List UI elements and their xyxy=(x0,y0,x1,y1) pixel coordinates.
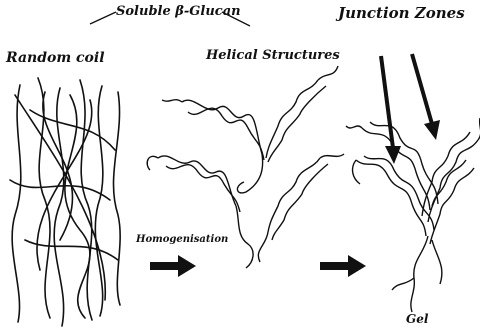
down-arrow-icon xyxy=(412,54,440,140)
gel-network xyxy=(346,118,480,312)
right-arrow-icon xyxy=(150,255,196,277)
down-arrow-icon xyxy=(381,56,401,164)
helical-structure-v2 xyxy=(147,154,344,268)
helical-structure-v1 xyxy=(162,66,338,193)
junction-zones-label: Junction Zones xyxy=(338,4,465,22)
homogenisation-label: Homogenisation xyxy=(136,234,228,245)
right-arrow-icon xyxy=(320,255,366,277)
soluble-beta-glucan-title: Soluble β-Glucan xyxy=(116,4,241,19)
header-bracket-left xyxy=(90,12,116,24)
random-coil-label: Random coil xyxy=(6,50,105,66)
gel-label: Gel xyxy=(406,312,428,326)
random-coil-tangle xyxy=(10,78,120,326)
helical-structures-label: Helical Structures xyxy=(206,48,340,63)
